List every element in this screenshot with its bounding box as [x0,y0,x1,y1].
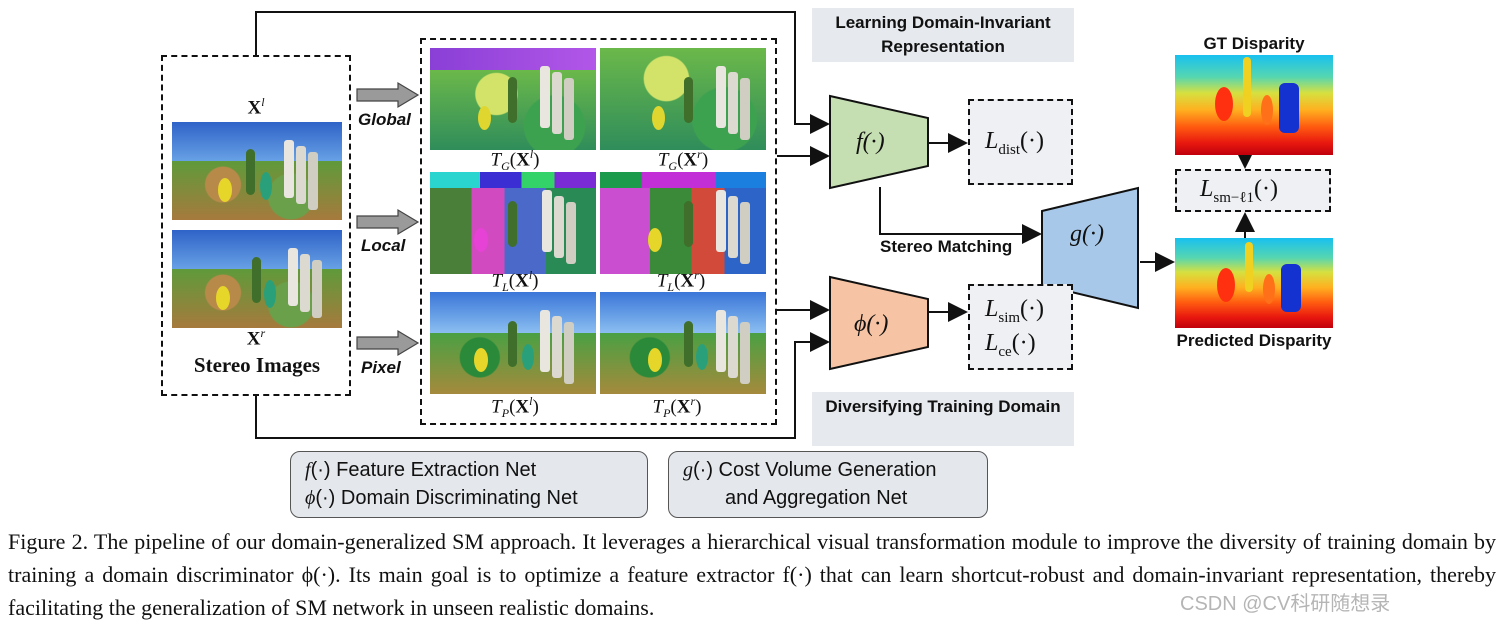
legend-phi-line: ϕ(·) Domain Discriminating Net [305,487,578,509]
stereo-images-title: Stereo Images [193,353,321,377]
top-loop-line [255,11,830,134]
legend-f-line: f(·) Feature Extraction Net [305,459,537,481]
global-label: Global [358,110,411,129]
tl-left-label: TL(Xl) [491,268,539,295]
g-net-label: g(·) [1070,221,1104,247]
gt-disparity-title: GT Disparity [1203,34,1305,53]
gt-disparity-map [1175,55,1333,155]
tg-left-label: TG(Xl) [490,147,540,174]
global-arrow [356,81,420,109]
f-net-shape [829,94,929,190]
left-stereo-image [172,122,342,220]
pixel-right-image [600,292,766,394]
legend-g: g(·) Cost Volume Generation and Aggregat… [668,451,988,518]
right-stereo-image [172,230,342,328]
stereo-images-box [161,55,351,396]
phi-net-shape [829,275,929,371]
local-arrow [356,208,420,236]
sm-loss-box [1175,169,1331,212]
g-net-shape [1041,186,1139,310]
watermark: CSDN @CV科研随想录 [1180,593,1391,615]
bottom-loop-line [255,332,830,439]
legend-g-line1: g(·) Cost Volume Generation [683,459,937,481]
pixel-arrow [356,329,420,357]
left-image-label: Xl [247,95,265,119]
local-left-image [430,172,596,274]
tp-right-label: TP(Xr) [652,394,702,421]
legend-g-line2: and Aggregation Net [725,487,908,509]
right-image-label: Xr [246,326,266,350]
tl-right-label: TL(Xr) [656,268,706,295]
global-right-image [600,48,766,150]
predicted-disparity-title: Predicted Disparity [1176,331,1332,350]
local-right-image [600,172,766,274]
dist-loss-label: Ldist(·) [985,128,1045,158]
learning-domain-invariant-note: Learning Domain-Invariant Representation [812,8,1074,62]
local-label: Local [361,236,406,255]
figure-caption: Figure 2. The pipeline of our domain-gen… [8,529,1496,620]
phi-net-label: ϕ(·) [854,311,889,337]
tp-left-label: TP(Xl) [491,394,539,421]
f-net-label: f(·) [856,129,885,155]
dist-loss-box [968,99,1073,185]
sim-ce-loss-box [968,284,1073,370]
transformed-images-box [420,38,777,425]
legend-f-phi: f(·) Feature Extraction Net ϕ(·) Domain … [290,451,648,518]
sm-loss-label: Lsm−ℓ1(·) [1200,176,1278,206]
ce-loss-label: Lce(·) [985,330,1036,360]
pixel-left-image [430,292,596,394]
global-left-image [430,48,596,150]
stereo-matching-label: Stereo Matching [880,237,1013,256]
tg-right-label: TG(Xr) [657,147,709,174]
predicted-disparity-map [1175,238,1333,328]
sim-loss-label: Lsim(·) [985,296,1045,326]
pixel-label: Pixel [361,358,401,377]
diversifying-training-domain-note: Diversifying Training Domain [812,392,1074,446]
